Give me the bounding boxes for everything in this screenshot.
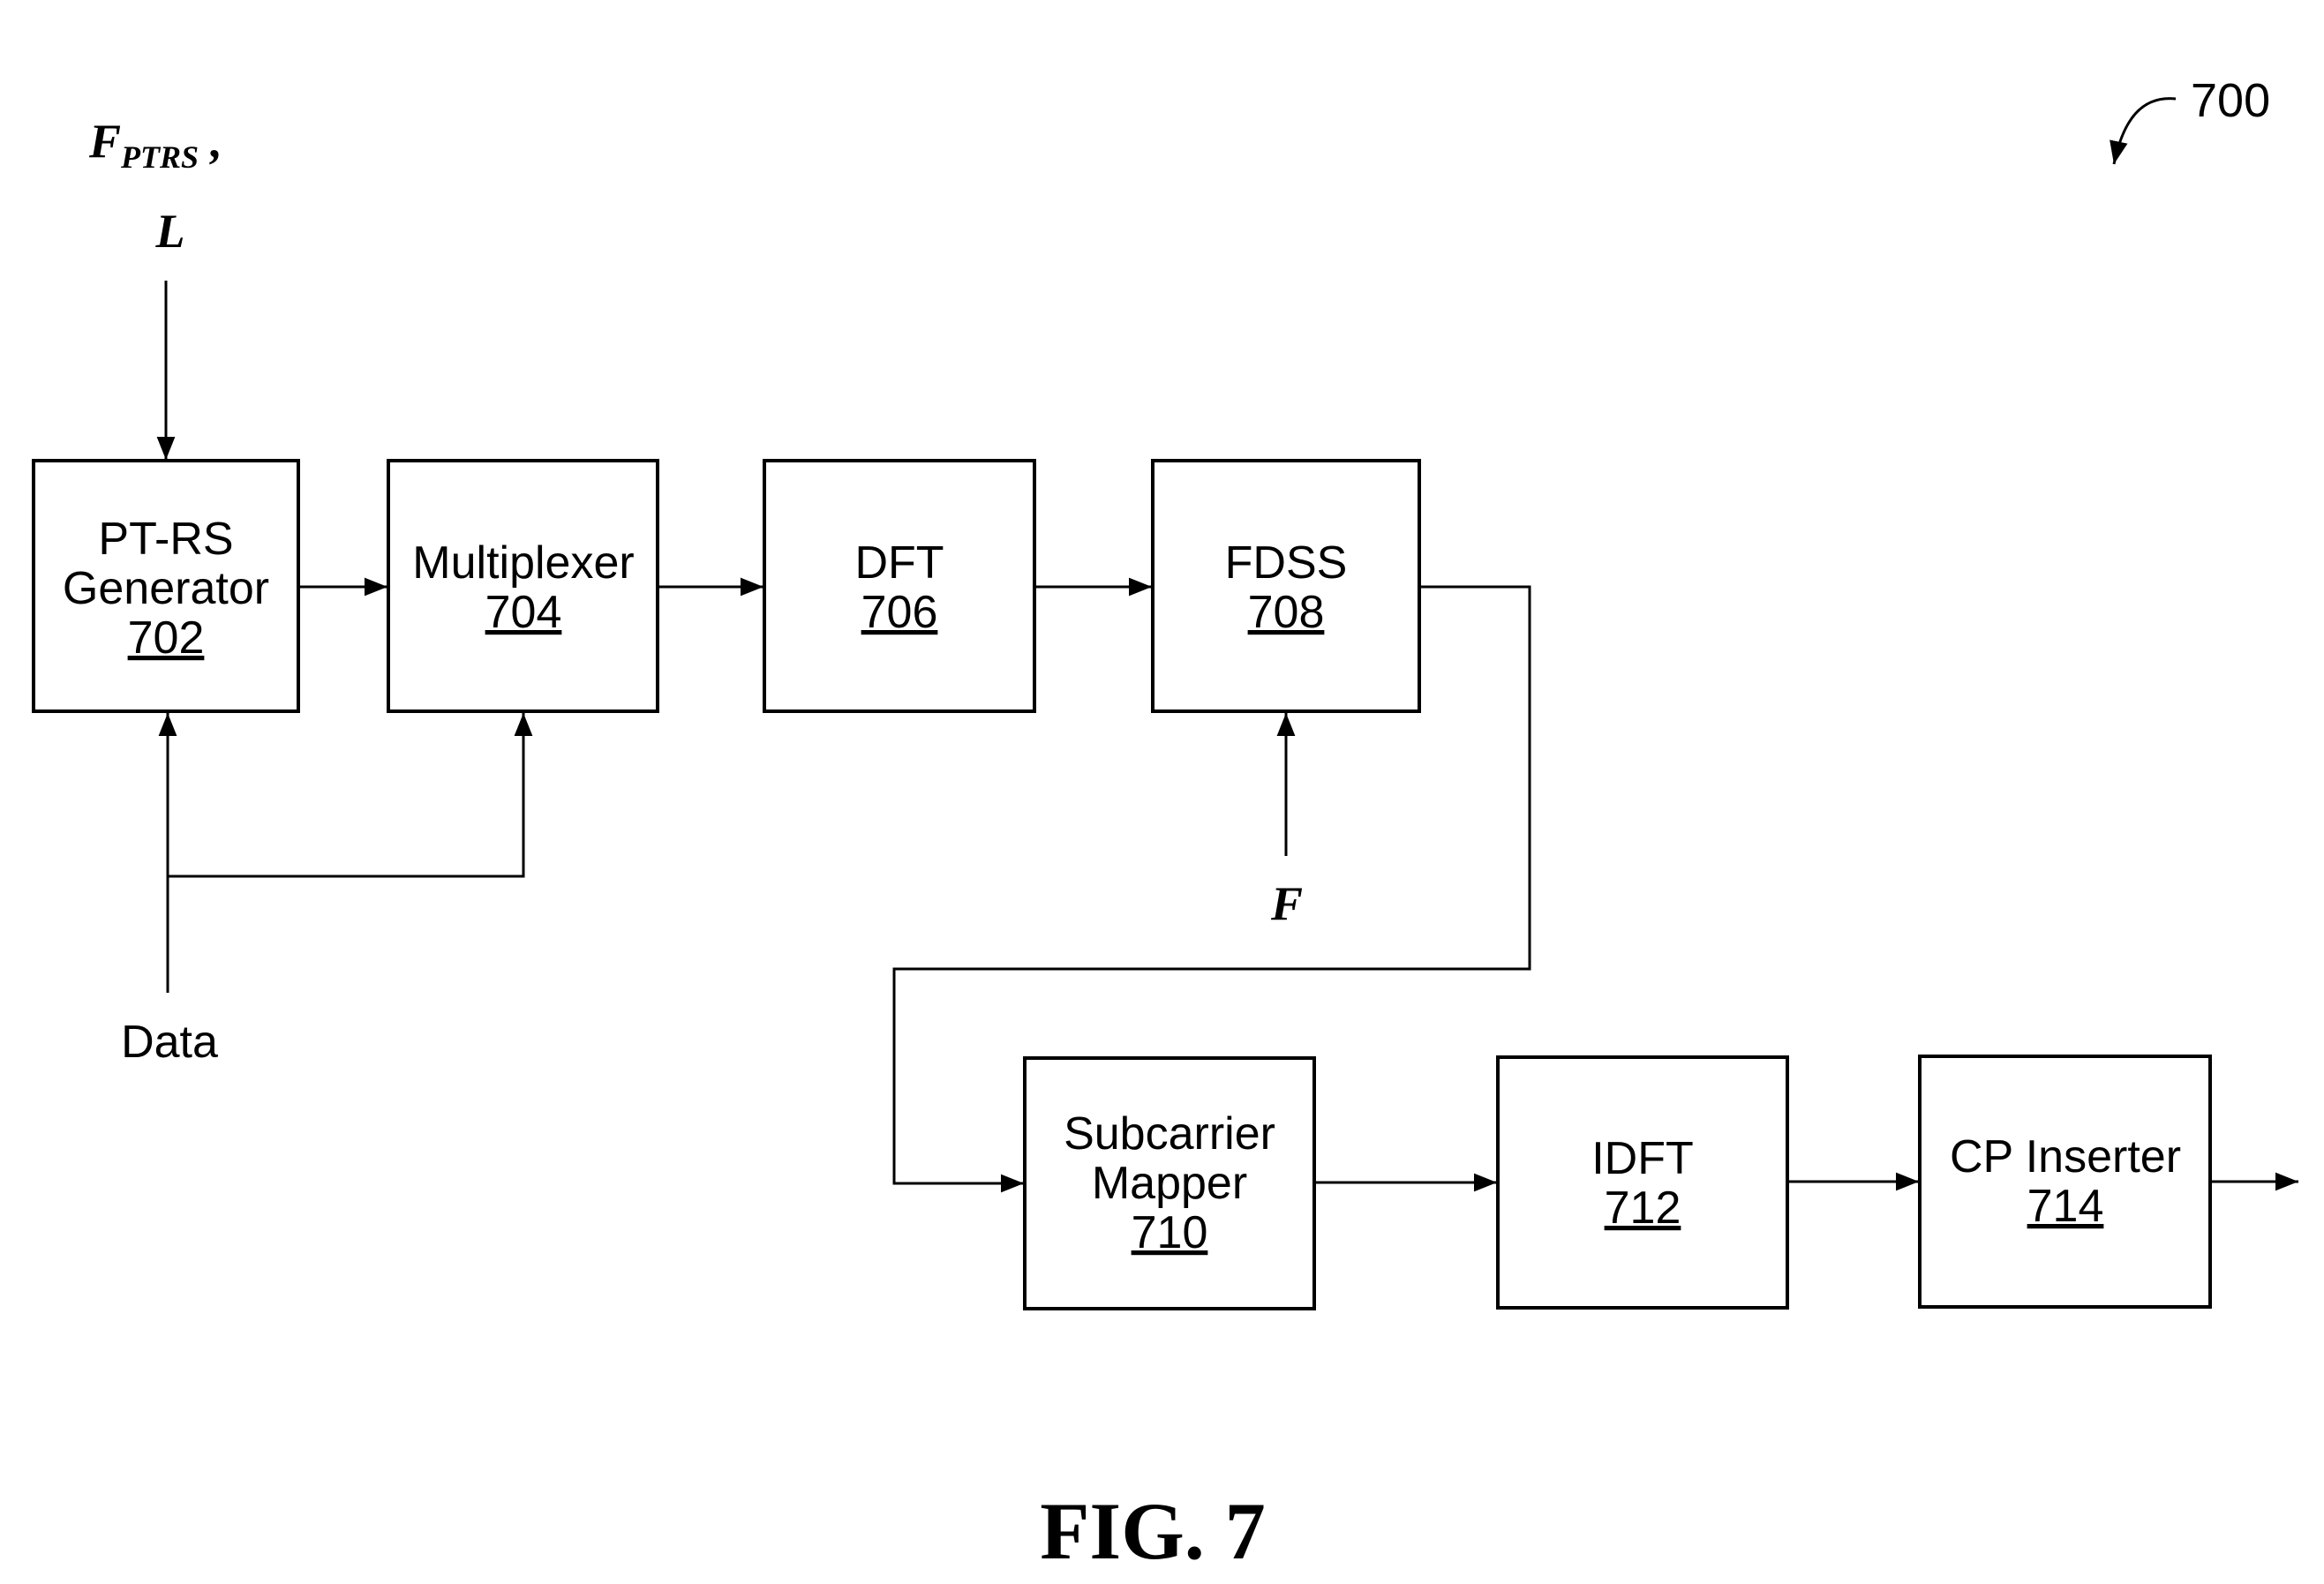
figure-ref-pointer — [2110, 97, 2177, 165]
f-label: F — [1270, 877, 1303, 930]
ptrs-generator-ref: 702 — [128, 612, 205, 664]
cp-inserter-ref: 714 — [2027, 1181, 2104, 1232]
fptrs-label: FPTRS , — [88, 115, 222, 175]
fptrs-subscript: PTRS — [120, 139, 199, 175]
dft-block: DFT 706 — [763, 459, 1036, 713]
subcarrier-mapper-label-2: Mapper — [1092, 1158, 1247, 1209]
idft-ref: 712 — [1605, 1182, 1681, 1234]
idft-block: IDFT 712 — [1496, 1055, 1789, 1310]
fdss-ref: 708 — [1248, 587, 1325, 638]
figure-caption: FIG. 7 — [1040, 1486, 1266, 1576]
ptrs-generator-label-1: PT-RS — [98, 514, 233, 565]
subcarrier-mapper-block: Subcarrier Mapper 710 — [1023, 1056, 1316, 1310]
multiplexer-ref: 704 — [485, 587, 562, 638]
ptrs-generator-block: PT-RS Generator 702 — [32, 459, 300, 713]
dft-ref: 706 — [861, 587, 938, 638]
ptrs-generator-label-2: Generator — [63, 563, 269, 614]
l-label: L — [155, 205, 185, 258]
idft-label: IDFT — [1591, 1133, 1694, 1184]
fptrs-comma: , — [199, 115, 222, 168]
subcarrier-mapper-ref: 710 — [1132, 1207, 1208, 1258]
dft-label: DFT — [854, 537, 944, 589]
cp-inserter-label: CP Inserter — [1950, 1131, 2181, 1182]
fdss-label: FDSS — [1225, 537, 1348, 589]
arrow-fdss-to-mapper — [892, 585, 1531, 1193]
subcarrier-mapper-label-1: Subcarrier — [1064, 1108, 1275, 1160]
arrow-data-to-mux — [168, 713, 533, 878]
figure-ref-number: 700 — [2191, 74, 2270, 127]
fdss-block: FDSS 708 — [1151, 459, 1421, 713]
multiplexer-block: Multiplexer 704 — [387, 459, 659, 713]
fptrs-main: F — [88, 115, 121, 168]
cp-inserter-block: CP Inserter 714 — [1918, 1055, 2212, 1309]
multiplexer-label: Multiplexer — [412, 537, 634, 589]
data-label: Data — [121, 1017, 218, 1068]
